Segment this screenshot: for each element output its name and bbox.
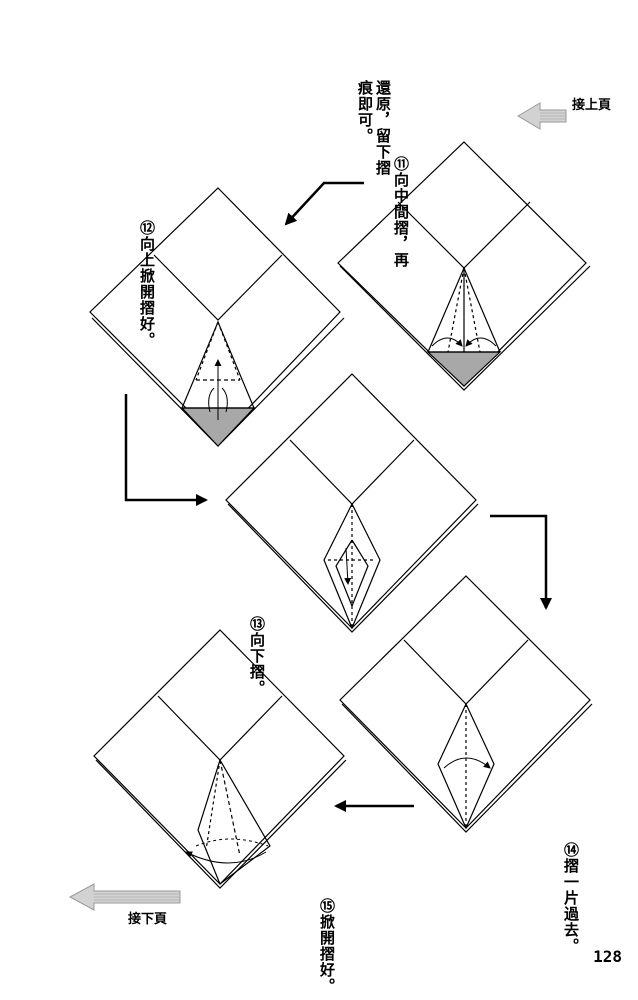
step-11-text: 向中間摺，再 還原，留下摺 痕即可。	[356, 80, 410, 268]
page-number: 128	[593, 947, 622, 966]
step-15-text: 掀開摺好。	[318, 914, 336, 994]
next-page-label[interactable]: 接下頁	[128, 912, 168, 927]
step-12-text: 向上掀開摺好。	[138, 236, 156, 348]
step-14-text: 摺一片過去。	[562, 858, 580, 954]
step-11-number: ⑪	[392, 156, 410, 172]
diagram-step-11	[337, 141, 591, 391]
step-15-number: ⑮	[318, 898, 336, 914]
step-15-instruction: ⑮掀開摺好。	[300, 822, 354, 994]
step-11-instruction: ⑪向中間摺，再 還原，留下摺 痕即可。	[338, 80, 428, 268]
flow-arrow-13-to-14	[490, 514, 552, 610]
next-page-arrow[interactable]	[68, 883, 181, 911]
flow-arrow-12-to-13	[124, 394, 208, 506]
diagram-step-15	[93, 629, 347, 889]
step-13-text: 向下摺。	[248, 632, 266, 696]
step-13-number: ⑬	[248, 616, 266, 632]
flow-arrow-11-to-12	[284, 181, 364, 226]
step-12-instruction: ⑫向上掀開摺好。	[120, 144, 174, 348]
prev-page-label[interactable]: 接上頁	[572, 98, 612, 113]
prev-page-arrow[interactable]	[517, 102, 567, 130]
step-13-instruction: ⑬向下摺。	[230, 540, 284, 696]
diagram-step-14	[339, 575, 593, 833]
diagram-step-12	[89, 187, 345, 447]
diagram-step-13	[225, 373, 479, 633]
step-14-instruction: ⑭摺一片過去。	[544, 766, 598, 954]
step-14-number: ⑭	[562, 842, 580, 858]
step-12-number: ⑫	[138, 220, 156, 236]
